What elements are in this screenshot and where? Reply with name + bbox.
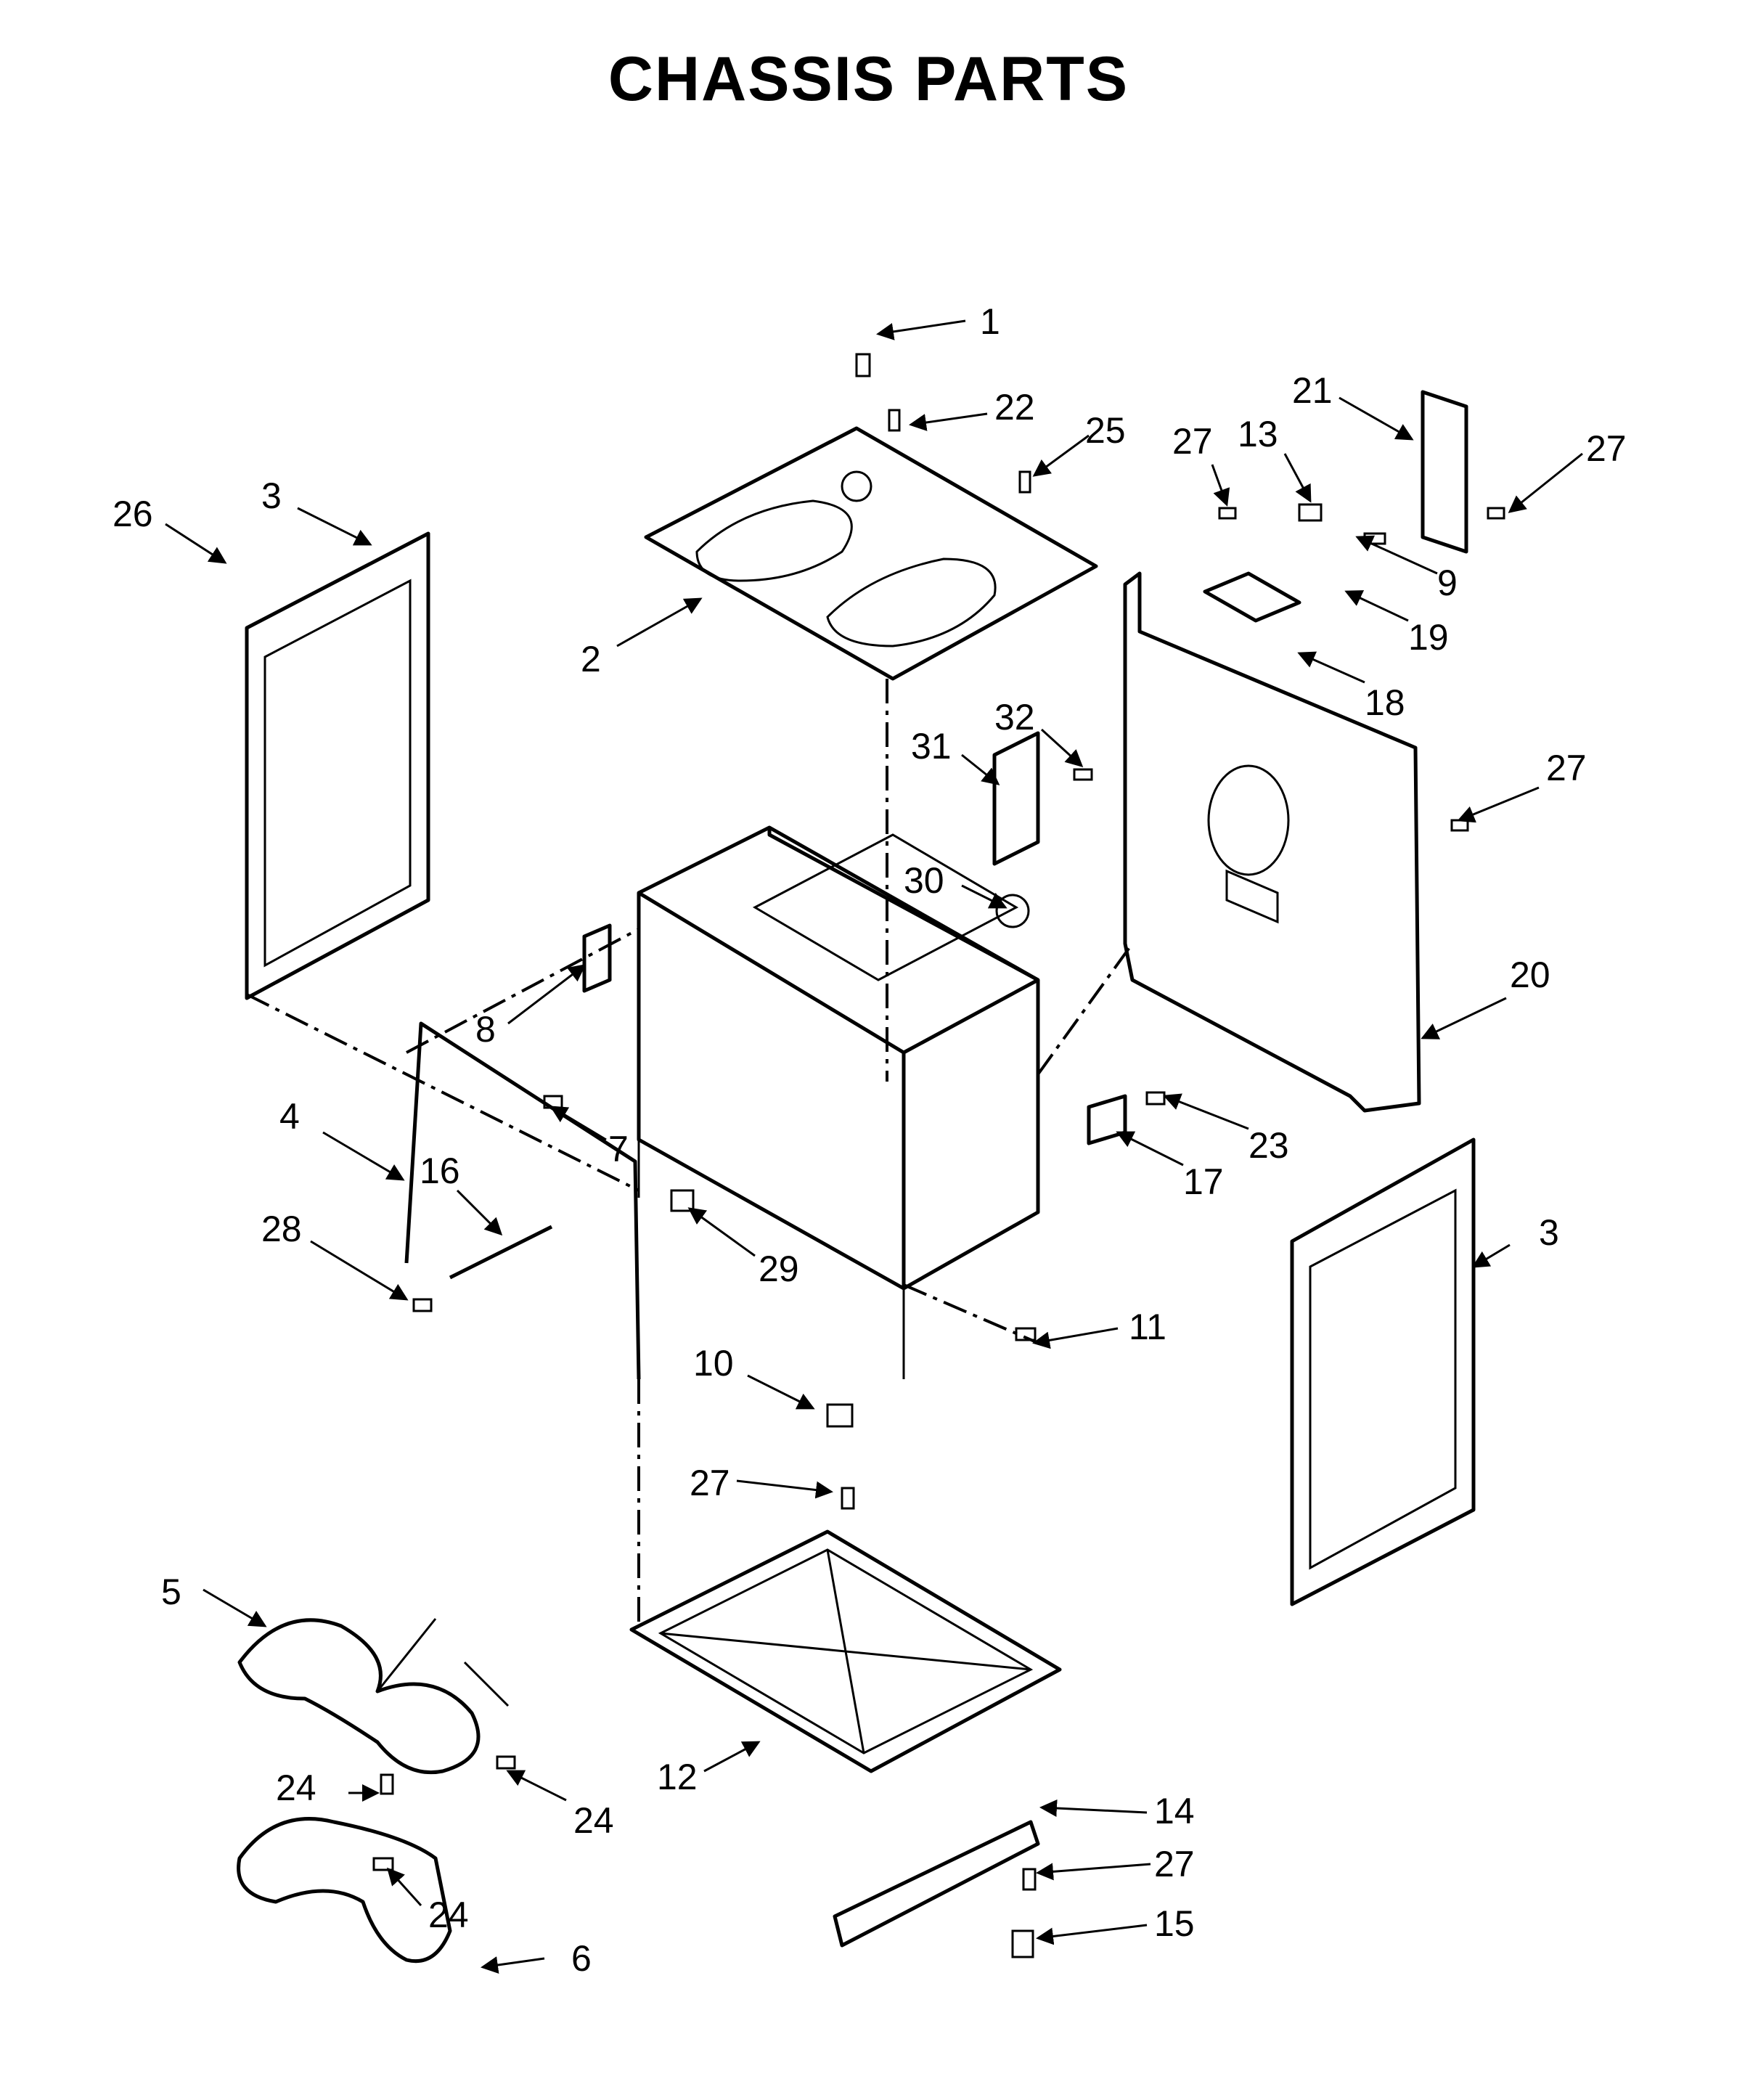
callout-3-right: 3 xyxy=(1539,1212,1559,1253)
callout-26: 26 xyxy=(113,494,153,534)
page-title: CHASSIS PARTS xyxy=(608,44,1129,114)
left-side-panel-part xyxy=(245,531,430,1000)
callout-3-left: 3 xyxy=(261,475,282,516)
callout-11: 11 xyxy=(1129,1307,1166,1347)
callout-27e: 27 xyxy=(1154,1844,1195,1884)
callout-27b: 27 xyxy=(1586,428,1627,469)
callout-8: 8 xyxy=(475,1009,496,1050)
callout-28: 28 xyxy=(261,1209,302,1249)
callout-12: 12 xyxy=(657,1757,698,1797)
callout-9: 9 xyxy=(1437,563,1458,603)
callout-17: 17 xyxy=(1183,1161,1224,1202)
small-parts xyxy=(372,353,1505,1958)
callout-6: 6 xyxy=(571,1938,592,1979)
alignment-lines xyxy=(246,679,1134,1626)
oven-cavity-part xyxy=(637,825,1040,1379)
callout-24b: 24 xyxy=(573,1800,614,1841)
callout-7: 7 xyxy=(608,1129,629,1169)
bracket-part xyxy=(833,1820,1040,1948)
callout-13: 13 xyxy=(1238,414,1278,454)
callout-numbers: 1 2 3 3 4 5 6 7 8 9 10 11 12 13 14 15 16… xyxy=(113,301,1627,1979)
callout-24a: 24 xyxy=(276,1768,316,1808)
callout-22: 22 xyxy=(994,387,1035,428)
callout-30: 30 xyxy=(904,860,944,901)
bake-element-part xyxy=(237,1817,452,1964)
callout-leaders xyxy=(165,319,1583,1974)
callout-15: 15 xyxy=(1154,1903,1195,1944)
callout-21: 21 xyxy=(1292,370,1333,411)
callout-27c: 27 xyxy=(1546,748,1587,788)
callout-32: 32 xyxy=(994,697,1035,738)
callout-20: 20 xyxy=(1510,955,1550,995)
callout-27a: 27 xyxy=(1172,421,1213,462)
harness-part xyxy=(404,1021,641,1380)
callout-5: 5 xyxy=(161,1572,181,1612)
callout-14: 14 xyxy=(1154,1791,1195,1831)
callout-1: 1 xyxy=(980,301,1000,342)
callout-23: 23 xyxy=(1248,1125,1289,1166)
callout-4: 4 xyxy=(279,1096,300,1137)
callout-29: 29 xyxy=(759,1249,799,1289)
callout-10: 10 xyxy=(693,1343,734,1384)
callout-31: 31 xyxy=(911,726,952,767)
callout-18: 18 xyxy=(1365,682,1405,723)
back-panel-part xyxy=(1123,571,1421,1113)
oven-bottom-part xyxy=(629,1529,1062,1773)
callout-16: 16 xyxy=(420,1151,460,1191)
callout-27d: 27 xyxy=(690,1463,730,1503)
broil-element-part xyxy=(237,1618,510,1775)
cooktop-part xyxy=(644,426,1098,681)
callout-2: 2 xyxy=(581,639,601,679)
callout-25: 25 xyxy=(1085,410,1126,451)
callout-24c: 24 xyxy=(428,1895,469,1935)
callout-19: 19 xyxy=(1408,617,1449,658)
right-side-panel-part xyxy=(1290,1137,1476,1606)
